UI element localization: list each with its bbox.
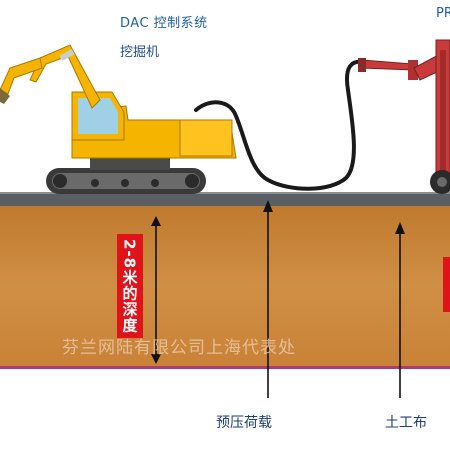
geotextile-pointer [395, 222, 405, 398]
geotextile-label: 土工布 [385, 415, 427, 431]
depth-arrow [151, 216, 161, 364]
control-hose [194, 59, 366, 191]
dac-system-label: DAC 控制系统 [120, 16, 208, 31]
preload-pointer [263, 200, 273, 398]
bottom-boundary-line [0, 366, 450, 369]
soil-layer [0, 205, 450, 367]
ground-surface [0, 193, 450, 206]
depth-label-box: 2-8米的深度 [117, 234, 143, 338]
pr-label: PR [436, 6, 450, 21]
preload-label: 预压荷载 [216, 415, 272, 431]
depth-label: 2-8米的深度 [120, 238, 139, 334]
excavator [0, 44, 237, 194]
excavator-label: 挖掘机 [120, 45, 160, 60]
side-red-marker [443, 257, 450, 312]
pr-unit [358, 39, 450, 194]
watermark: 芬兰网陆有限公司上海代表处 [62, 338, 296, 358]
